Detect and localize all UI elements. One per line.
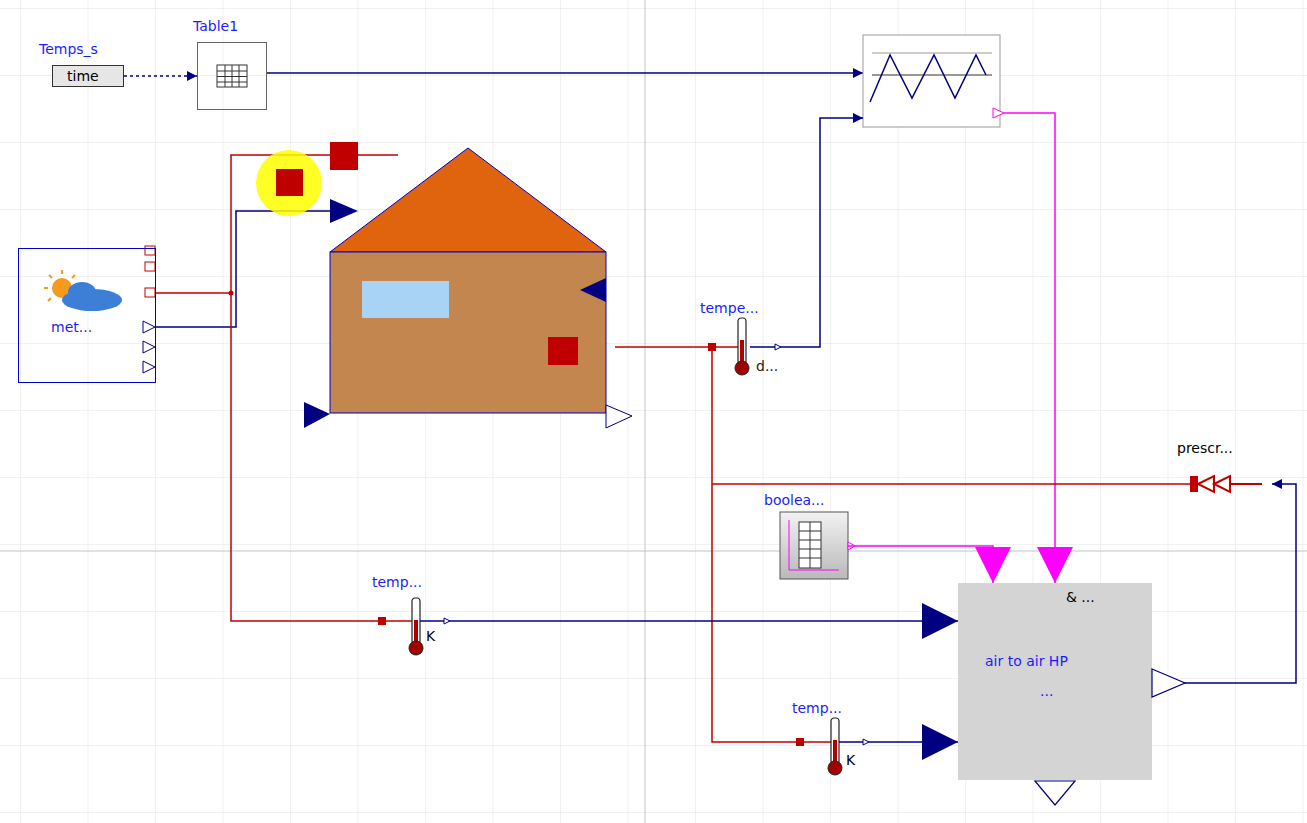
boolean-table-block: boolea...: [780, 512, 848, 579]
heat-pump-outputs: [1035, 781, 1075, 805]
boolean-table-block: [780, 512, 855, 579]
block-label: temp...: [792, 700, 842, 717]
signal-wire: [450, 620, 958, 622]
block-label: K: [426, 628, 435, 645]
block-label: K: [846, 752, 855, 769]
output-port: [1152, 669, 1186, 697]
hysteresis-block: [863, 35, 1004, 127]
temperature-sensor: temp... K: [790, 700, 870, 780]
signal-wire: [267, 72, 863, 74]
block-label: Temps_s: [39, 41, 98, 58]
port-square: [378, 343, 804, 746]
block-label: air to air HP: [985, 653, 1068, 670]
weather-block: met...: [18, 248, 156, 383]
block-label: tempe...: [700, 300, 759, 317]
boolean-wire: [1004, 113, 1055, 583]
block-label: & ...: [1066, 589, 1095, 606]
temperature-sensor: temp... K: [370, 576, 450, 656]
prescribed-heat-flow: prescr...: [1177, 440, 1272, 495]
block-label: temp...: [372, 574, 422, 591]
heat-pump-block: & ... air to air HP...: [958, 583, 1152, 780]
block-label: d...: [756, 358, 778, 375]
block-label: Table1: [193, 18, 238, 35]
grid-axis: [0, 551, 1307, 552]
output-port: [1152, 669, 1185, 697]
block-label: met...: [51, 319, 92, 336]
signal-wire: [156, 211, 330, 327]
signal-wire: [1152, 484, 1296, 683]
heat-wire: [156, 293, 370, 621]
boolean-wire: [848, 546, 993, 583]
grid-axis: [645, 0, 646, 823]
time-wire: [124, 75, 197, 77]
weather-icon: [44, 246, 155, 373]
temperature-sensor: [409, 318, 870, 775]
signal-wire: [870, 741, 958, 743]
block-label: prescr...: [1177, 440, 1233, 457]
block-label: ...: [1040, 683, 1053, 700]
table-block: Table1: [197, 42, 267, 110]
temperature-sensor: tempe... d...: [698, 300, 783, 380]
block-label: time: [67, 68, 99, 85]
house-model: [256, 142, 632, 428]
time-source: Temps_stime: [52, 65, 124, 87]
table-icon: [217, 65, 247, 87]
prescribed-heat-flow: [1190, 476, 1262, 492]
block-label: boolea...: [764, 492, 824, 509]
signal-wire: [750, 118, 863, 347]
